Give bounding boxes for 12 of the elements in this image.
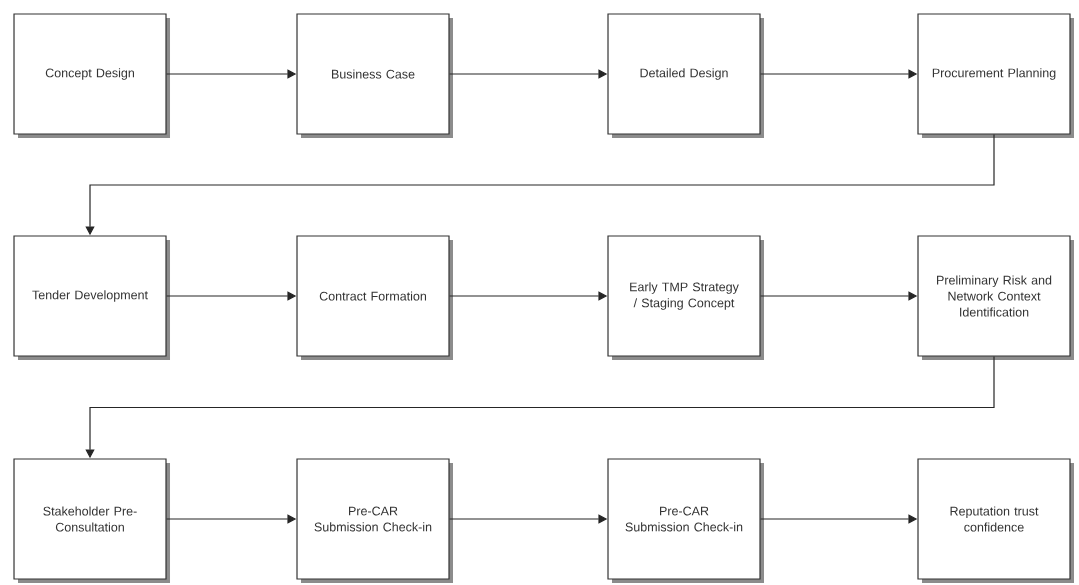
process-box: Tender Development (13, 235, 170, 360)
process-box: Concept Design (13, 13, 170, 138)
process-box: Procurement Planning (917, 13, 1074, 138)
process-box: Reputation trust confidence (917, 458, 1074, 583)
process-box: Early TMP Strategy / Staging Concept (607, 235, 764, 360)
process-box: Contract Formation (296, 235, 453, 360)
process-box: Pre-CAR Submission Check-in (296, 458, 453, 583)
process-box: Pre-CAR Submission Check-in (607, 458, 764, 583)
process-box: Detailed Design (607, 13, 764, 138)
process-box: Stakeholder Pre-Consultation (13, 458, 170, 583)
process-box: Business Case (296, 13, 453, 138)
process-box: Preliminary Risk and Network Context Identification (917, 235, 1074, 360)
